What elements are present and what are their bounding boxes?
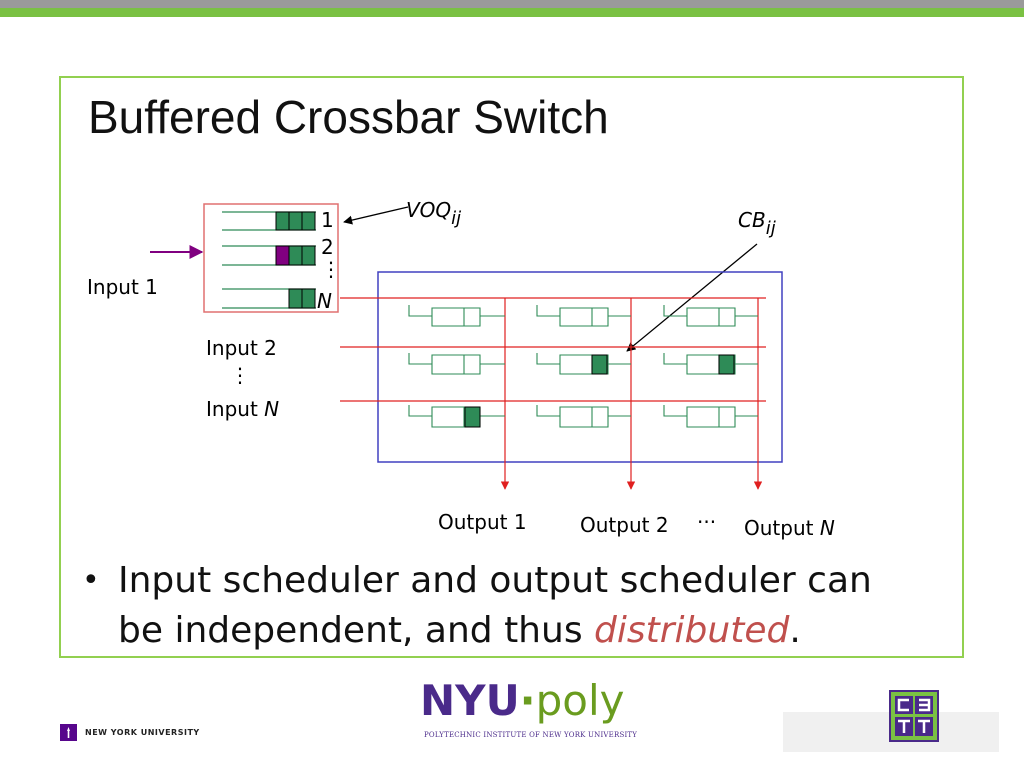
queue-index-dots: ⋮	[321, 257, 341, 281]
input-n-label: Input N	[206, 397, 279, 421]
crosspoint-buffers	[408, 305, 758, 428]
nyu-wordmark: NEW YORK UNIVERSITY	[85, 728, 200, 737]
bullet-text: Input scheduler and output scheduler can…	[118, 556, 918, 656]
nyu-poly-nyu: NYU	[420, 676, 520, 725]
output-1-label: Output 1	[438, 510, 527, 534]
bullet-highlight: distributed	[594, 610, 790, 651]
bullet-text-end: .	[789, 610, 801, 651]
voq-queues	[222, 211, 316, 309]
queue-index-2: 2	[321, 235, 334, 259]
top-bar-gray	[0, 0, 1024, 8]
queue-index-n: N	[317, 289, 332, 313]
buffered-cells	[464, 354, 735, 428]
nyu-torch-logo	[60, 724, 77, 741]
nyu-poly-dot: ·	[519, 676, 536, 725]
output-lines	[500, 298, 763, 490]
input-dots: ⋮	[230, 363, 250, 387]
output-dots: ···	[697, 510, 716, 534]
poly-subtitle: POLYTECHNIC INSTITUTE OF NEW YORK UNIVER…	[424, 731, 638, 739]
nyu-poly-logo: NYU·poly	[420, 680, 625, 722]
voq-pointer-arrow	[343, 206, 409, 225]
bullet-dot: •	[82, 563, 100, 598]
content-frame	[59, 76, 964, 658]
output-2-label: Output 2	[580, 513, 669, 537]
bullet-text-main: Input scheduler and output scheduler can…	[118, 560, 872, 651]
catt-logo	[889, 690, 939, 742]
queue-index-1: 1	[321, 208, 334, 232]
torch-icon	[67, 727, 70, 738]
input-1-label: Input 1	[87, 275, 158, 299]
cb-label: CBij	[738, 208, 776, 239]
output-n-label: Output N	[744, 516, 835, 540]
input-lines	[340, 297, 766, 402]
top-bar-green	[0, 8, 1024, 17]
voq-label: VOQij	[406, 198, 461, 229]
nyu-poly-word: poly	[535, 676, 625, 725]
input-2-label: Input 2	[206, 336, 277, 360]
voq-box	[203, 203, 339, 313]
slide-title: Buffered Crossbar Switch	[88, 91, 609, 143]
crossbar-box	[377, 271, 783, 463]
